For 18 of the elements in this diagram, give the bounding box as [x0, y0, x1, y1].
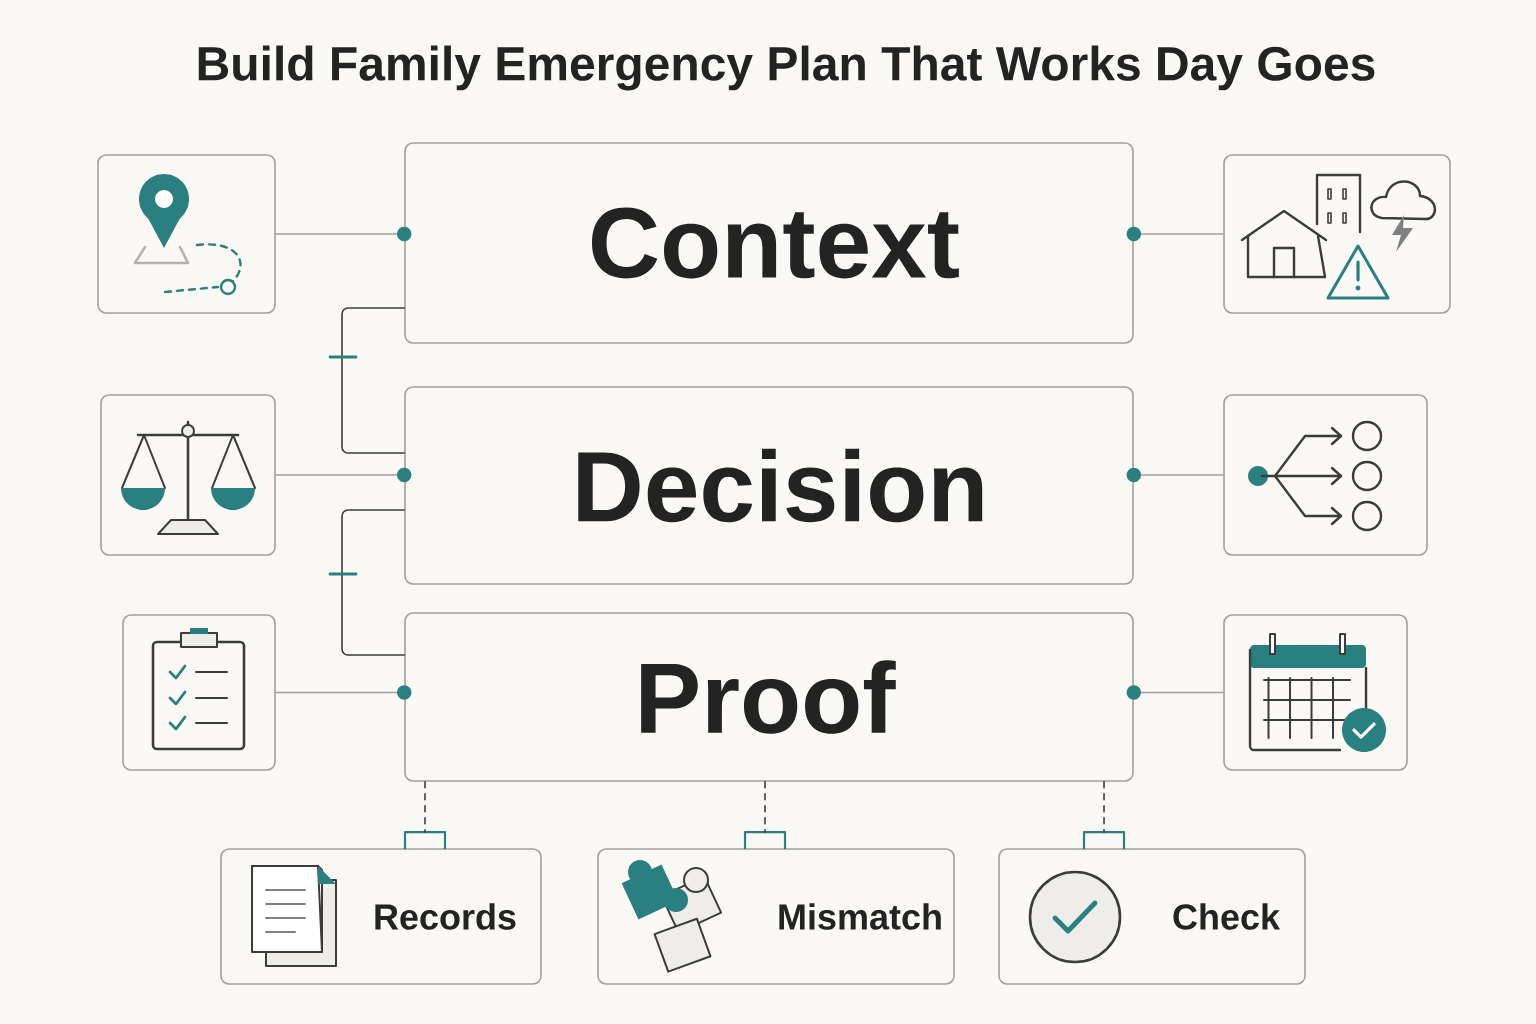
connector	[275, 685, 412, 700]
dashed-connector	[764, 781, 766, 833]
connector	[1126, 226, 1224, 242]
step-box: Context	[404, 142, 1134, 344]
icon-box	[1223, 154, 1451, 314]
connector	[275, 226, 412, 242]
connector	[275, 467, 412, 483]
connector	[1126, 467, 1224, 483]
bracket-connector	[328, 307, 405, 454]
icon-box	[122, 614, 276, 771]
dashed-connector	[424, 781, 426, 833]
step-box: Decision	[404, 386, 1134, 585]
icon-box	[1223, 394, 1428, 556]
title: Build Family Emergency Plan That Works Day Goes	[198, 45, 1375, 91]
step-box: Proof	[404, 612, 1134, 782]
connector	[1126, 685, 1224, 700]
dashed-connector	[1103, 781, 1105, 833]
bracket-connector	[328, 509, 405, 656]
